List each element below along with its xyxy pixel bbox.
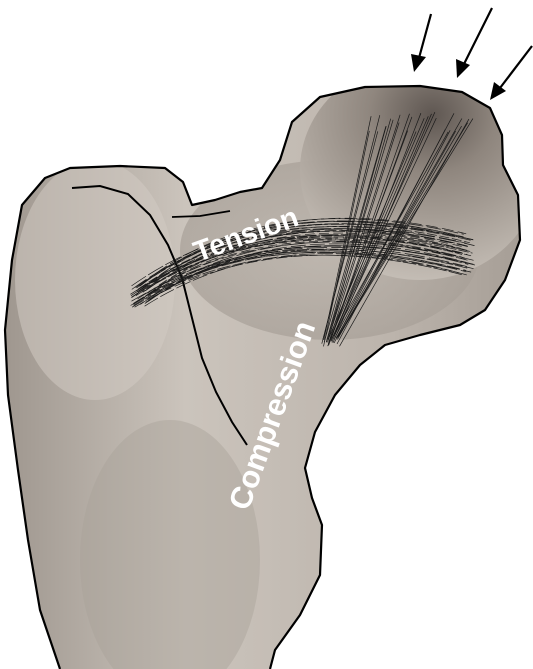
load-arrow-icon [490, 46, 532, 100]
femur-bone [5, 60, 533, 669]
load-arrow-icon [411, 14, 431, 72]
load-arrow-icon [456, 8, 492, 78]
greater-trochanter-shading [15, 160, 175, 400]
